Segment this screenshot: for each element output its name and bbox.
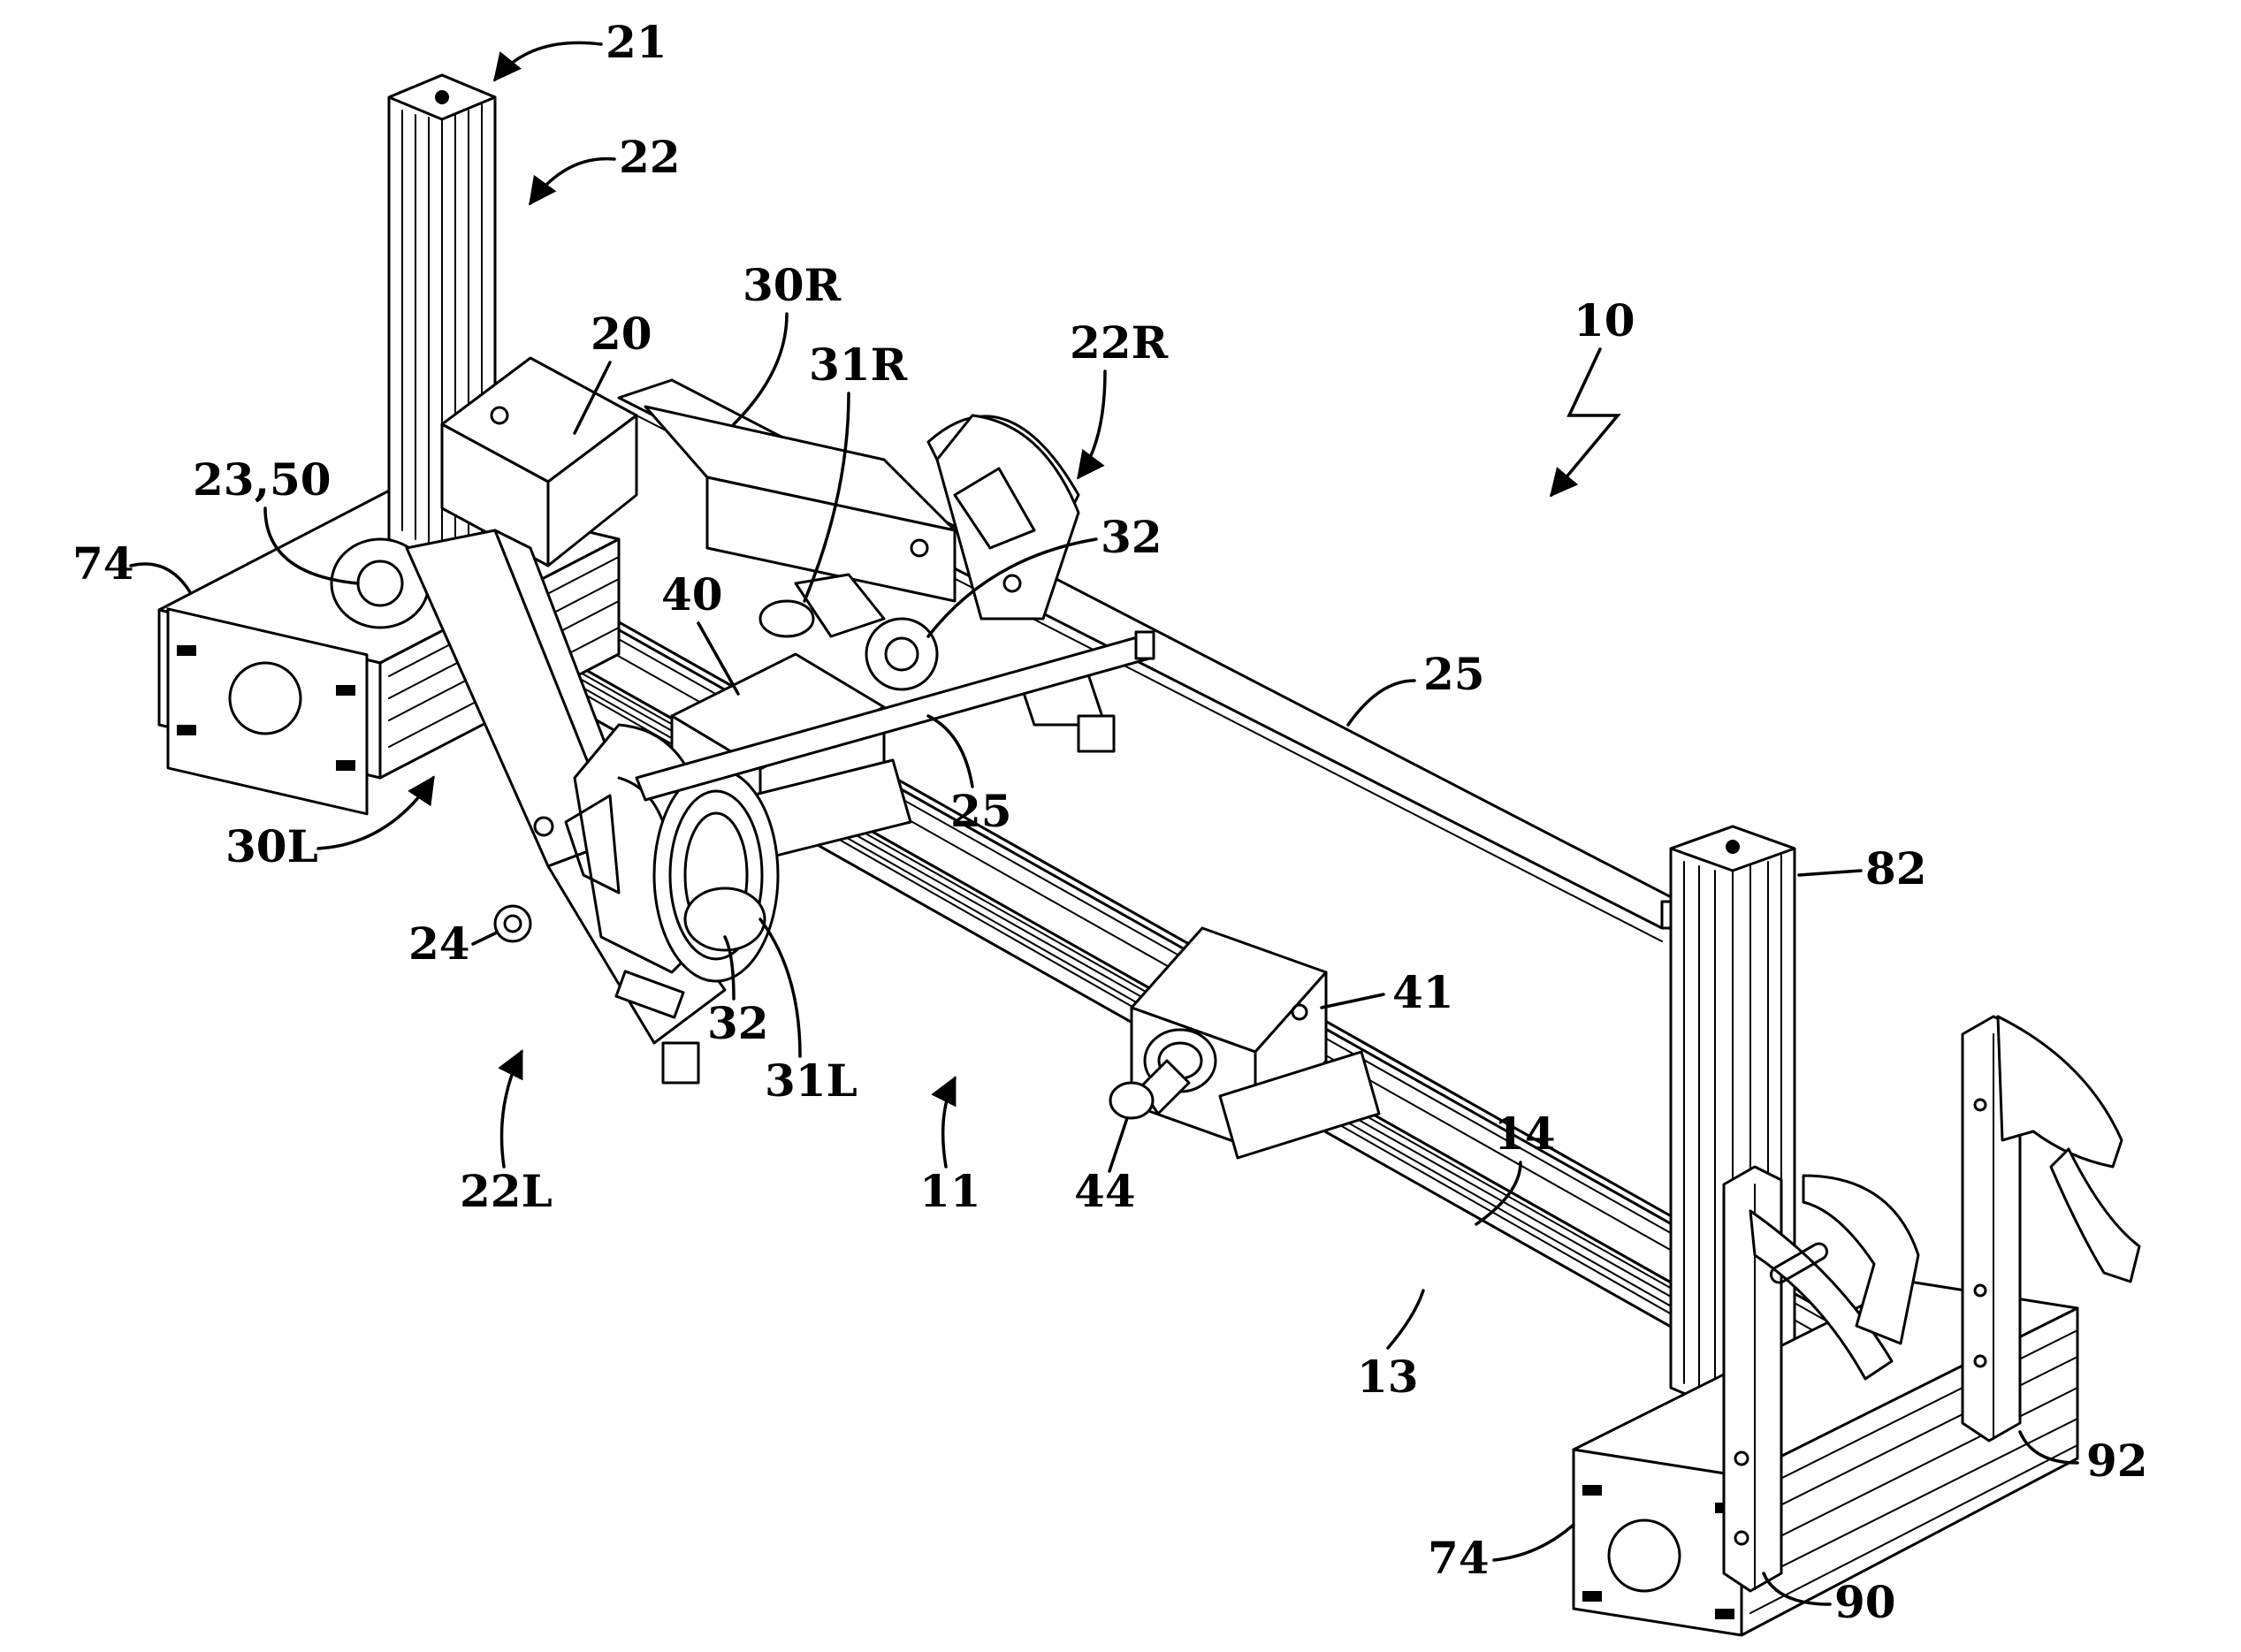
label-13: 13 [1357,1351,1419,1403]
label-90: 90 [1834,1576,1896,1628]
label-30r: 30R [743,259,842,311]
label-25-right: 25 [1423,648,1485,700]
label-25-lower: 25 [950,785,1012,837]
label-11: 11 [919,1165,981,1217]
label-31l: 31L [765,1054,858,1107]
label-21: 21 [606,16,667,68]
label-92: 92 [2086,1435,2148,1487]
spool-32-left [654,769,778,981]
label-41: 41 [1392,966,1454,1018]
label-24: 24 [408,917,470,970]
label-32-right: 32 [1101,511,1162,563]
label-22l: 22L [460,1165,553,1217]
label-23-50: 23,50 [193,453,332,506]
label-44: 44 [1074,1165,1136,1217]
label-10: 10 [1574,294,1635,346]
label-32-left: 32 [707,997,769,1049]
label-82: 82 [1865,842,1927,895]
label-31r: 31R [809,339,908,391]
label-14: 14 [1494,1108,1556,1160]
label-74-right: 74 [1428,1532,1490,1584]
label-22r: 22R [1070,316,1169,369]
label-22: 22 [619,131,681,183]
label-74-left: 74 [72,537,134,590]
label-30l: 30L [225,820,318,872]
label-20: 20 [591,308,652,360]
label-40: 40 [661,568,723,620]
